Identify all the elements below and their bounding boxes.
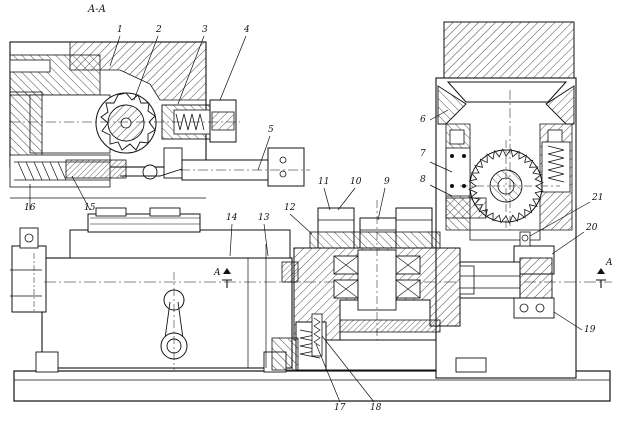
- callout-7: 7: [420, 149, 426, 159]
- callout-15: 15: [84, 203, 96, 213]
- callout-14: 14: [226, 213, 238, 223]
- callout-19: 19: [584, 325, 596, 335]
- section-marker-left: A: [214, 268, 221, 278]
- callout-16: 16: [24, 203, 36, 213]
- callout-13: 13: [258, 213, 270, 223]
- callout-8: 8: [420, 175, 426, 185]
- callout-12: 12: [284, 203, 296, 213]
- callout-1: 1: [117, 25, 123, 35]
- callout-11: 11: [318, 177, 330, 187]
- callout-18: 18: [370, 403, 382, 413]
- callout-20: 20: [586, 223, 598, 233]
- section-marker-right: A: [606, 258, 613, 268]
- central-bearing-assembly: [271, 200, 553, 373]
- callout-3: 3: [202, 25, 208, 35]
- callout-9: 9: [384, 177, 390, 187]
- section-title: A-A: [88, 4, 106, 15]
- leader-lines: [29, 35, 591, 403]
- callout-17: 17: [334, 403, 346, 413]
- callout-21: 21: [592, 193, 604, 203]
- callout-6: 6: [420, 115, 426, 125]
- callout-10: 10: [350, 177, 362, 187]
- section-cut-markers: [222, 268, 606, 288]
- callout-5: 5: [268, 125, 274, 135]
- callout-2: 2: [156, 25, 162, 35]
- lower-main-body: [10, 207, 612, 373]
- callout-4: 4: [244, 25, 250, 35]
- upper-section-a-a: [9, 41, 310, 199]
